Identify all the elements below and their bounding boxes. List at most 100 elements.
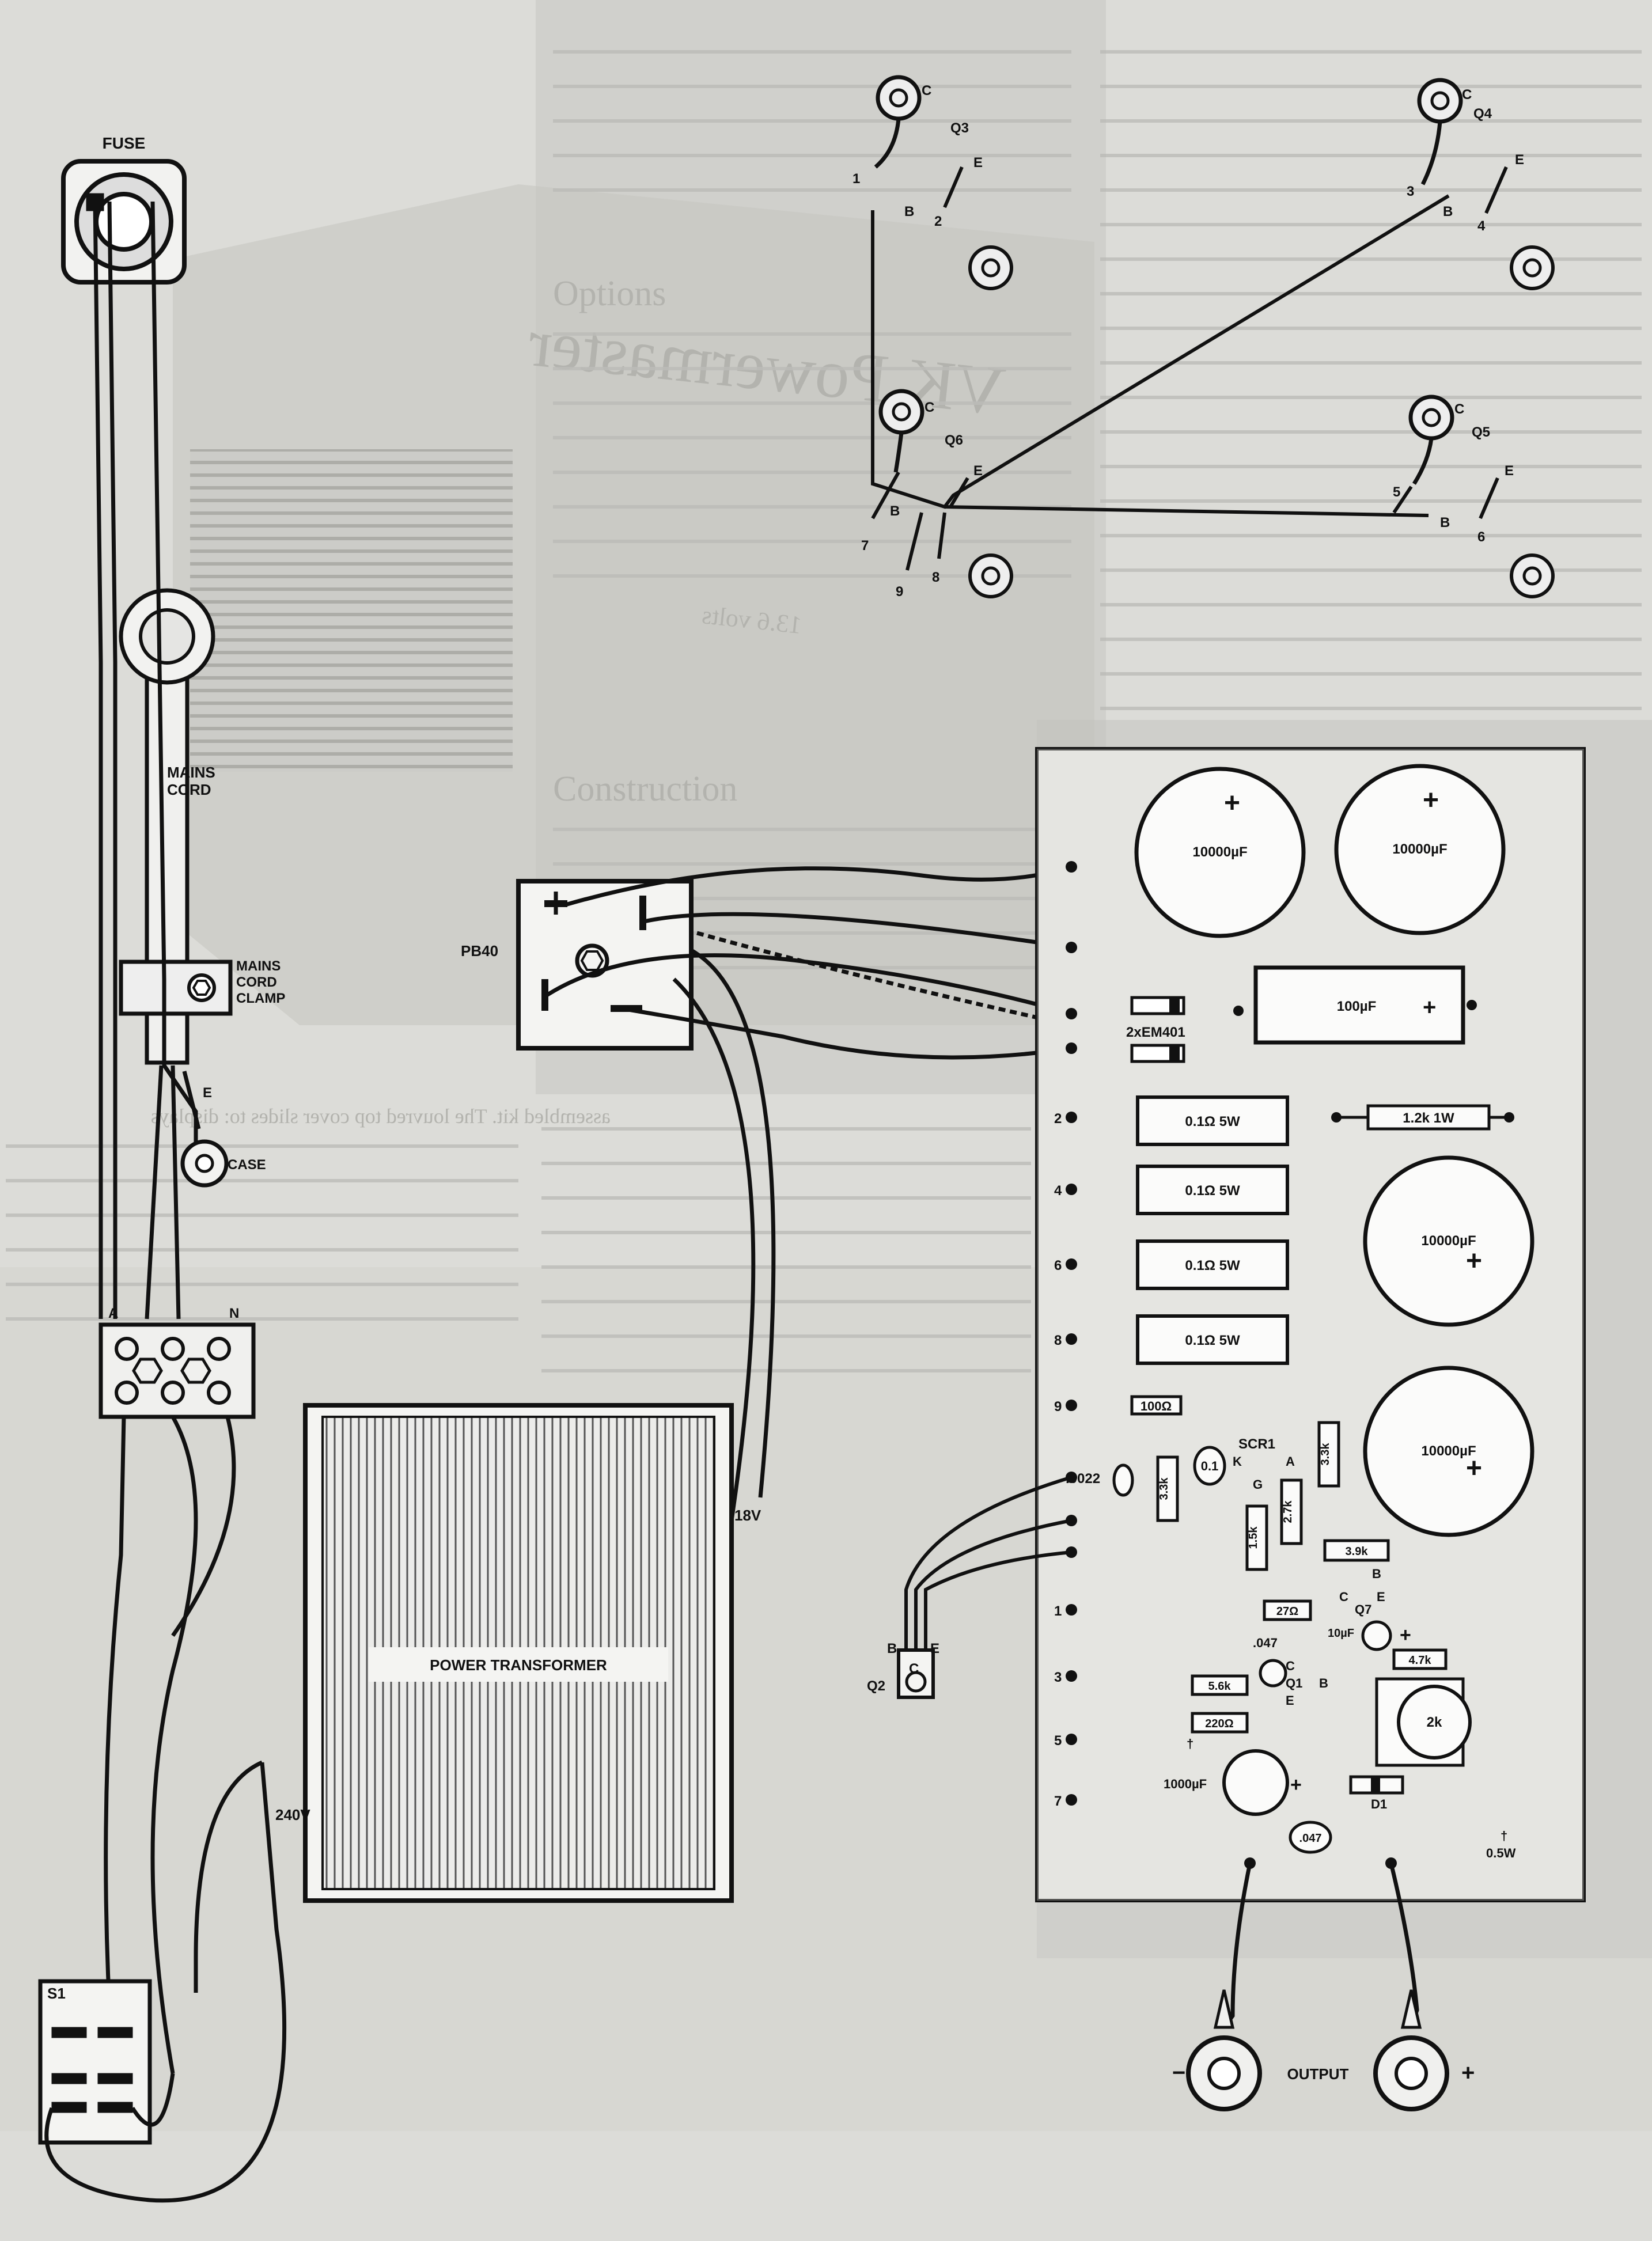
pc-board: 10000µF 10000µF 10000µF 10000µF + + + + … xyxy=(1035,747,1586,1902)
q6-wire7-label: 7 xyxy=(861,538,869,553)
r-56k: 5.6k xyxy=(1208,1680,1232,1693)
q7-e: E xyxy=(1377,1590,1385,1604)
cap-100-plus: + xyxy=(1423,995,1436,1020)
q7-b: B xyxy=(1372,1567,1381,1581)
pin-5: 5 xyxy=(1054,1733,1062,1749)
mains-cord-label: MAINS CORD xyxy=(167,764,219,798)
cap-10000-c: 10000µF xyxy=(1421,1233,1476,1249)
q5-b-label: B xyxy=(1440,515,1450,530)
r-33k-b: 3.3k xyxy=(1319,1443,1332,1466)
watt-note: 0.5W xyxy=(1486,1846,1516,1860)
r-33k-a: 3.3k xyxy=(1158,1477,1170,1500)
scr-a: A xyxy=(1286,1454,1295,1469)
q3-wire1-label: 1 xyxy=(852,171,860,187)
dagger-b: † xyxy=(1501,1829,1507,1843)
r-01-a: 0.1Ω 5W xyxy=(1185,1114,1240,1129)
r-01-d: 0.1Ω 5W xyxy=(1185,1333,1240,1348)
cap-d-plus: + xyxy=(1466,1453,1482,1484)
q2-b-label: B xyxy=(887,1641,897,1656)
q1-c: C xyxy=(1286,1659,1295,1673)
pin-8: 8 xyxy=(1054,1333,1062,1348)
q5-c-label: C xyxy=(1454,401,1464,417)
q5-wire6-label: 6 xyxy=(1477,529,1485,545)
c-1000-plus: + xyxy=(1290,1774,1302,1796)
bg-heading-construction: Construction xyxy=(553,769,737,809)
cap-100: 100µF xyxy=(1337,999,1377,1014)
r-12k: 1.2k 1W xyxy=(1403,1110,1454,1126)
bridge-rectifier xyxy=(516,879,694,1051)
q4-wire3-label: 3 xyxy=(1407,184,1414,199)
q4-c-label: C xyxy=(1462,87,1472,103)
q6-wire8-label: 8 xyxy=(932,570,939,585)
scr-g: G xyxy=(1253,1477,1263,1492)
cap-10000-b: 10000µF xyxy=(1392,841,1447,857)
transistor-labels: C Q3 E B 1 2 C Q4 E B 3 4 C Q6 E B 7 8 9… xyxy=(852,83,1524,600)
q7-c: C xyxy=(1339,1590,1348,1604)
cap-a-plus: + xyxy=(1224,788,1240,818)
r-47k: 4.7k xyxy=(1409,1654,1432,1667)
r-01-c: 0.1Ω 5W xyxy=(1185,1258,1240,1273)
q5-wire5-label: 5 xyxy=(1393,484,1400,500)
d1-label: D1 xyxy=(1371,1797,1387,1811)
q2-e-label: E xyxy=(930,1641,939,1656)
q4-e-label: E xyxy=(1515,152,1524,168)
q3-c-label: C xyxy=(922,83,931,98)
pin-6: 6 xyxy=(1054,1258,1062,1273)
case-label: CASE xyxy=(228,1157,266,1173)
q6-label: Q6 xyxy=(945,433,963,448)
terminal-a-label: A xyxy=(108,1306,118,1321)
diodes-label: 2xEM401 xyxy=(1126,1025,1185,1040)
q2-c-label: C xyxy=(909,1661,919,1677)
q2-label: Q2 xyxy=(867,1678,885,1694)
dagger-a: † xyxy=(1187,1736,1193,1751)
pin-1: 1 xyxy=(1054,1603,1062,1619)
r-39k: 3.9k xyxy=(1346,1545,1369,1558)
pot-2k: 2k xyxy=(1427,1715,1442,1730)
bridge-label: PB40 xyxy=(461,942,498,960)
r-27ohm: 27Ω xyxy=(1276,1605,1298,1618)
q3-b-label: B xyxy=(904,204,914,219)
cap-c-plus: + xyxy=(1466,1246,1482,1276)
q3-label: Q3 xyxy=(950,120,969,136)
c-10: 10µF xyxy=(1328,1627,1354,1640)
transformer-label: POWER TRANSFORMER xyxy=(430,1656,607,1674)
q1-b: B xyxy=(1319,1676,1328,1690)
scr-k: K xyxy=(1233,1454,1242,1469)
r-15k: 1.5k xyxy=(1247,1526,1260,1549)
q6-e-label: E xyxy=(973,463,983,479)
output-terminals xyxy=(1186,1863,1449,2111)
v240-label: 240V xyxy=(275,1806,310,1823)
board-pads xyxy=(1066,861,1514,1869)
cap-10000-a: 10000µF xyxy=(1192,844,1247,860)
q7-label: Q7 xyxy=(1355,1602,1371,1617)
pin-2: 2 xyxy=(1054,1111,1062,1127)
r-01-b: 0.1Ω 5W xyxy=(1185,1183,1240,1199)
cap-b-plus: + xyxy=(1423,785,1439,816)
transistor-section xyxy=(871,75,1555,598)
q1-label: Q1 xyxy=(1286,1676,1302,1690)
output-label: OUTPUT xyxy=(1287,2065,1349,2083)
c-10-plus: + xyxy=(1400,1624,1411,1646)
power-transformer: POWER TRANSFORMER 240V 18V xyxy=(275,1403,761,1903)
pin-3: 3 xyxy=(1054,1670,1062,1685)
q4-label: Q4 xyxy=(1473,106,1492,122)
terminal-block xyxy=(98,1322,256,1419)
terminal-n-label: N xyxy=(229,1306,239,1321)
scr-label: SCR1 xyxy=(1238,1436,1275,1452)
r-220: 220Ω xyxy=(1205,1717,1233,1730)
cap-10000-d: 10000µF xyxy=(1421,1443,1476,1459)
earth-label: E xyxy=(203,1085,212,1101)
q1-e: E xyxy=(1286,1693,1294,1708)
fuse-label: FUSE xyxy=(103,134,146,152)
q3-wire2-label: 2 xyxy=(934,214,942,229)
r-27k: 2.7k xyxy=(1282,1500,1294,1523)
q6-c-label: C xyxy=(924,400,934,415)
q5-label: Q5 xyxy=(1472,424,1490,440)
bridge-wires xyxy=(544,864,1073,1521)
c-047-a: .047 xyxy=(1253,1636,1278,1650)
fuse-holder xyxy=(61,159,187,285)
mains-cord-clamp xyxy=(119,960,233,1016)
